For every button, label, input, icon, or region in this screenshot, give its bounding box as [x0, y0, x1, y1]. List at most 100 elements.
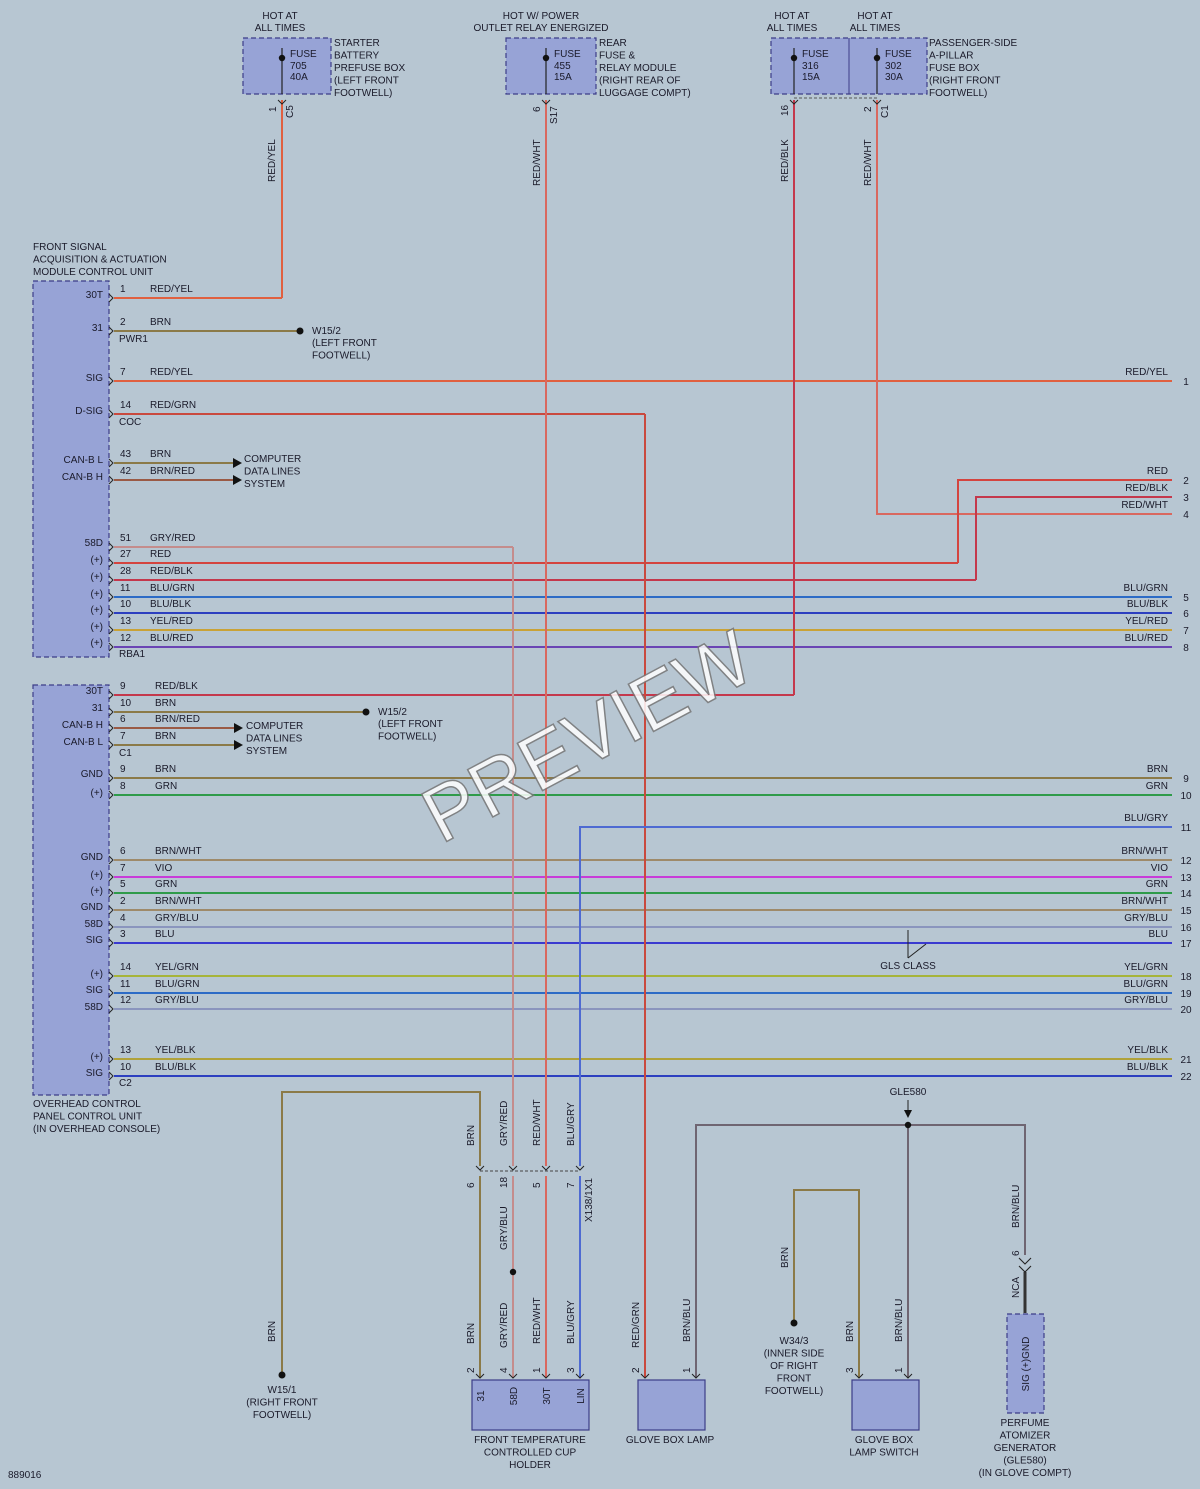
- ground-icon: [790, 1319, 798, 1327]
- ground-location: W34/3: [780, 1336, 809, 1347]
- fuse-box-description: (RIGHT REAR OF: [599, 76, 680, 87]
- wire-color-label: YEL/BLK: [1127, 1045, 1168, 1056]
- wire-color-label: BRN/WHT: [155, 896, 202, 907]
- terminal-label: (+): [91, 589, 104, 600]
- wire-color-label: GRY/BLU: [1124, 995, 1168, 1006]
- fuse-box-description: PASSENGER-SIDE: [929, 38, 1017, 49]
- page-reference: 17: [1180, 939, 1192, 950]
- page-reference: 15: [1180, 906, 1192, 917]
- pin-number: 6: [532, 106, 543, 112]
- vertical-wire-label: RED/WHT: [532, 1099, 543, 1146]
- wire-color-label: RED/BLK: [155, 681, 198, 692]
- page-reference: 5: [1183, 593, 1189, 604]
- terminal-label: 30T: [86, 686, 103, 697]
- cup-holder-box: [471, 1379, 590, 1431]
- module-title: (IN OVERHEAD CONSOLE): [33, 1124, 160, 1135]
- component-name: GLOVE BOX: [855, 1435, 914, 1446]
- terminal-label: (+): [91, 870, 104, 881]
- ground-name: W15/2: [312, 326, 341, 337]
- terminal-label: GND: [81, 769, 103, 780]
- preview-watermark: PREVIEW: [408, 613, 767, 860]
- pin-number: 16: [780, 104, 791, 116]
- connector-name: C1: [880, 105, 891, 118]
- pin-number: 14: [120, 962, 132, 973]
- connector-chevron-icon: [108, 773, 114, 783]
- wire-color-label: BLU/BLK: [150, 599, 191, 610]
- fuse-number: 705: [290, 61, 307, 72]
- terminal-label: 58D: [85, 538, 103, 549]
- terminal-label: (+): [91, 1052, 104, 1063]
- page-reference: 1: [1183, 377, 1189, 388]
- vertical-wire-label: RED/WHT: [532, 1297, 543, 1344]
- vertical-wire-label: RED/YEL: [267, 139, 278, 182]
- pin-number: 7: [120, 863, 126, 874]
- wire-color-label: BLU/GRY: [1124, 813, 1168, 824]
- wire-color-label: BRN: [155, 731, 176, 742]
- splice-dot: [509, 1268, 517, 1276]
- wire-color-label: BLU/GRN: [155, 979, 199, 990]
- wire-color-label: BLU/BLK: [1127, 1062, 1168, 1073]
- wire-color-label: RED/BLK: [150, 566, 193, 577]
- vertical-wire-label: GRY/RED: [499, 1101, 510, 1146]
- system-reference: DATA LINES: [244, 467, 301, 478]
- connector-chevron-icon: [108, 888, 114, 898]
- ground-location: FOOTWELL): [765, 1386, 823, 1397]
- pin-number: 1: [894, 1367, 905, 1373]
- module-title: FRONT SIGNAL: [33, 242, 107, 253]
- connector-chevron-icon: [691, 1373, 701, 1379]
- wire-color-label: BLU/RED: [1125, 633, 1168, 644]
- wire-color-label: GRY/BLU: [1124, 913, 1168, 924]
- page-reference: 4: [1183, 510, 1189, 521]
- diagram-id: 889016: [8, 1470, 42, 1481]
- page-reference: 10: [1180, 791, 1192, 802]
- terminal-label: CAN-B H: [62, 472, 103, 483]
- connector-chevron-icon: [872, 99, 882, 105]
- terminal-label: SIG (+)GND: [1021, 1337, 1032, 1392]
- fuse-box-description: FOOTWELL): [334, 88, 392, 99]
- fuse-hot-label: HOT AT: [857, 11, 892, 22]
- connector-chevron-icon: [475, 1165, 485, 1171]
- pin-number: 12: [120, 633, 132, 644]
- terminal-label: (+): [91, 788, 104, 799]
- wire-color-label: GRN: [1146, 781, 1168, 792]
- fuse-box-description: A-PILLAR: [929, 51, 973, 62]
- component-name: CONTROLLED CUP: [484, 1448, 577, 1459]
- wire-color-label: RED/GRN: [150, 400, 196, 411]
- pin-number: 3: [566, 1367, 577, 1373]
- connector-chevron-icon: [108, 542, 114, 552]
- ground-location: W15/1: [268, 1385, 297, 1396]
- pin-number: 7: [120, 367, 126, 378]
- ground-icon: [296, 327, 304, 335]
- fuse-number: 455: [554, 61, 571, 72]
- fuse-hot-label: HOT AT: [774, 11, 809, 22]
- connector-chevron-icon: [789, 99, 799, 105]
- perfume-generator-box: [1006, 1313, 1045, 1414]
- wire-color-label: RED/BLK: [1125, 483, 1168, 494]
- terminal-label: (+): [91, 572, 104, 583]
- page-reference: 13: [1180, 873, 1192, 884]
- terminal-label: 31: [92, 323, 104, 334]
- vertical-wire-label: BLU/GRY: [566, 1102, 577, 1146]
- connector-chevron-icon: [108, 625, 114, 635]
- vertical-wire-label: BRN: [466, 1125, 477, 1146]
- connector-chevron-icon: [108, 707, 114, 717]
- wire-brn-blu: [695, 1124, 1026, 1378]
- pin-number: 4: [120, 913, 126, 924]
- terminal-label: 58D: [85, 919, 103, 930]
- ground-location: (RIGHT FRONT: [246, 1398, 317, 1409]
- connector-chevron-icon: [108, 723, 114, 733]
- connector-name: X138/1X1: [584, 1178, 595, 1222]
- wire-red-blk: [975, 496, 1172, 580]
- fuse-box-description: REAR: [599, 38, 627, 49]
- connector-chevron-icon: [508, 1165, 518, 1171]
- fuse-hot-label: ALL TIMES: [850, 23, 901, 34]
- component-name: LAMP SWITCH: [849, 1448, 918, 1459]
- vertical-wire-label: GRY/BLU: [499, 1206, 510, 1250]
- wire-color-label: BRN: [155, 764, 176, 775]
- terminal-label: (+): [91, 638, 104, 649]
- ground-location: FOOTWELL): [378, 732, 436, 743]
- connector-chevron-icon: [854, 1373, 864, 1379]
- wire-brn: [793, 1189, 860, 1378]
- connector-chevron-icon: [108, 690, 114, 700]
